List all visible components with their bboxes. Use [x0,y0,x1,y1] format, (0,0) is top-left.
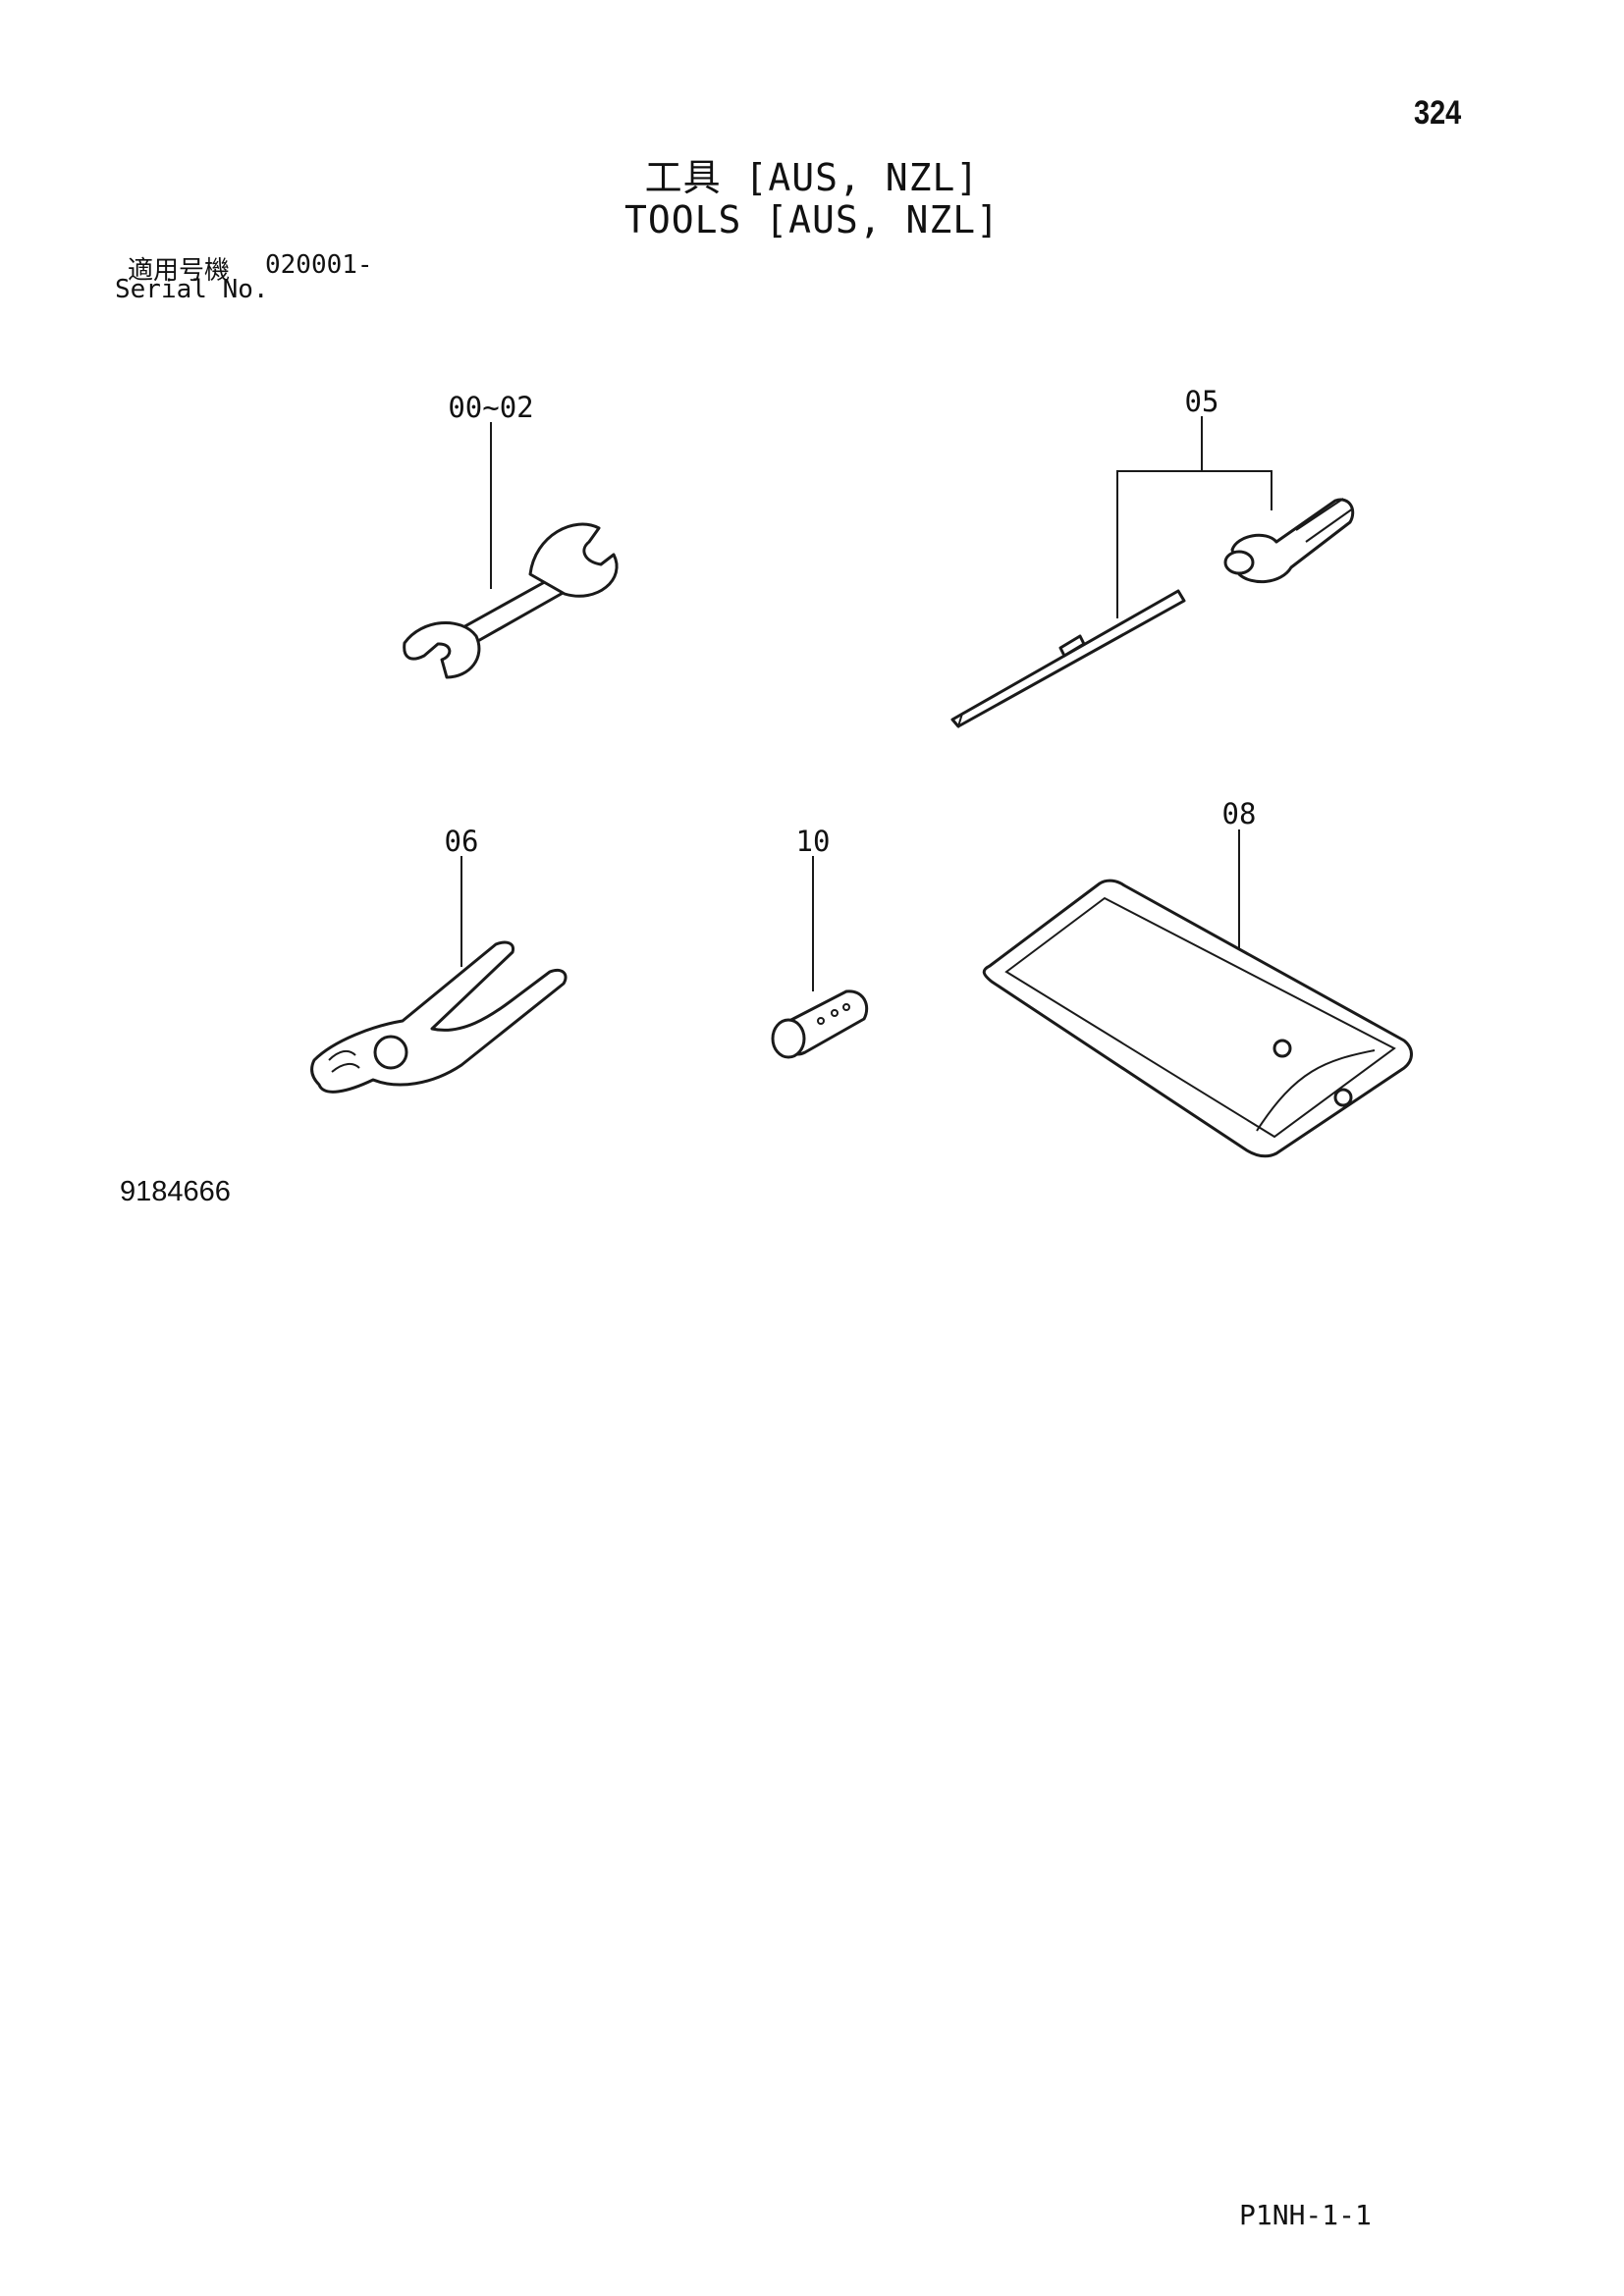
socket-icon [771,989,869,1059]
callout-pouch: 08 [1221,797,1257,830]
callout-pliers: 06 [444,825,479,858]
drawing-number: 9184666 [120,1176,231,1207]
serial-label-en: Serial No. [115,275,269,304]
footer-code: P1NH-1-1 [1239,2199,1372,2231]
leader-lines [460,416,1272,991]
serial-value: 020001- [265,250,373,280]
page-title-jp: 工具 [AUS, NZL] [644,156,980,199]
callout-socket: 10 [795,825,831,858]
screwdriver-icon [950,498,1355,729]
serial-label-jp: 適用号機 [128,256,231,286]
pliers-icon [310,940,568,1094]
wrench-icon [403,522,619,679]
page-title-en: TOOLS [AUS, NZL] [623,198,1001,241]
tool-pouch-icon [982,879,1413,1158]
callout-screwdriver: 05 [1184,385,1219,418]
page-number: 324 [1414,94,1462,132]
callout-wrench: 00~02 [448,391,534,424]
